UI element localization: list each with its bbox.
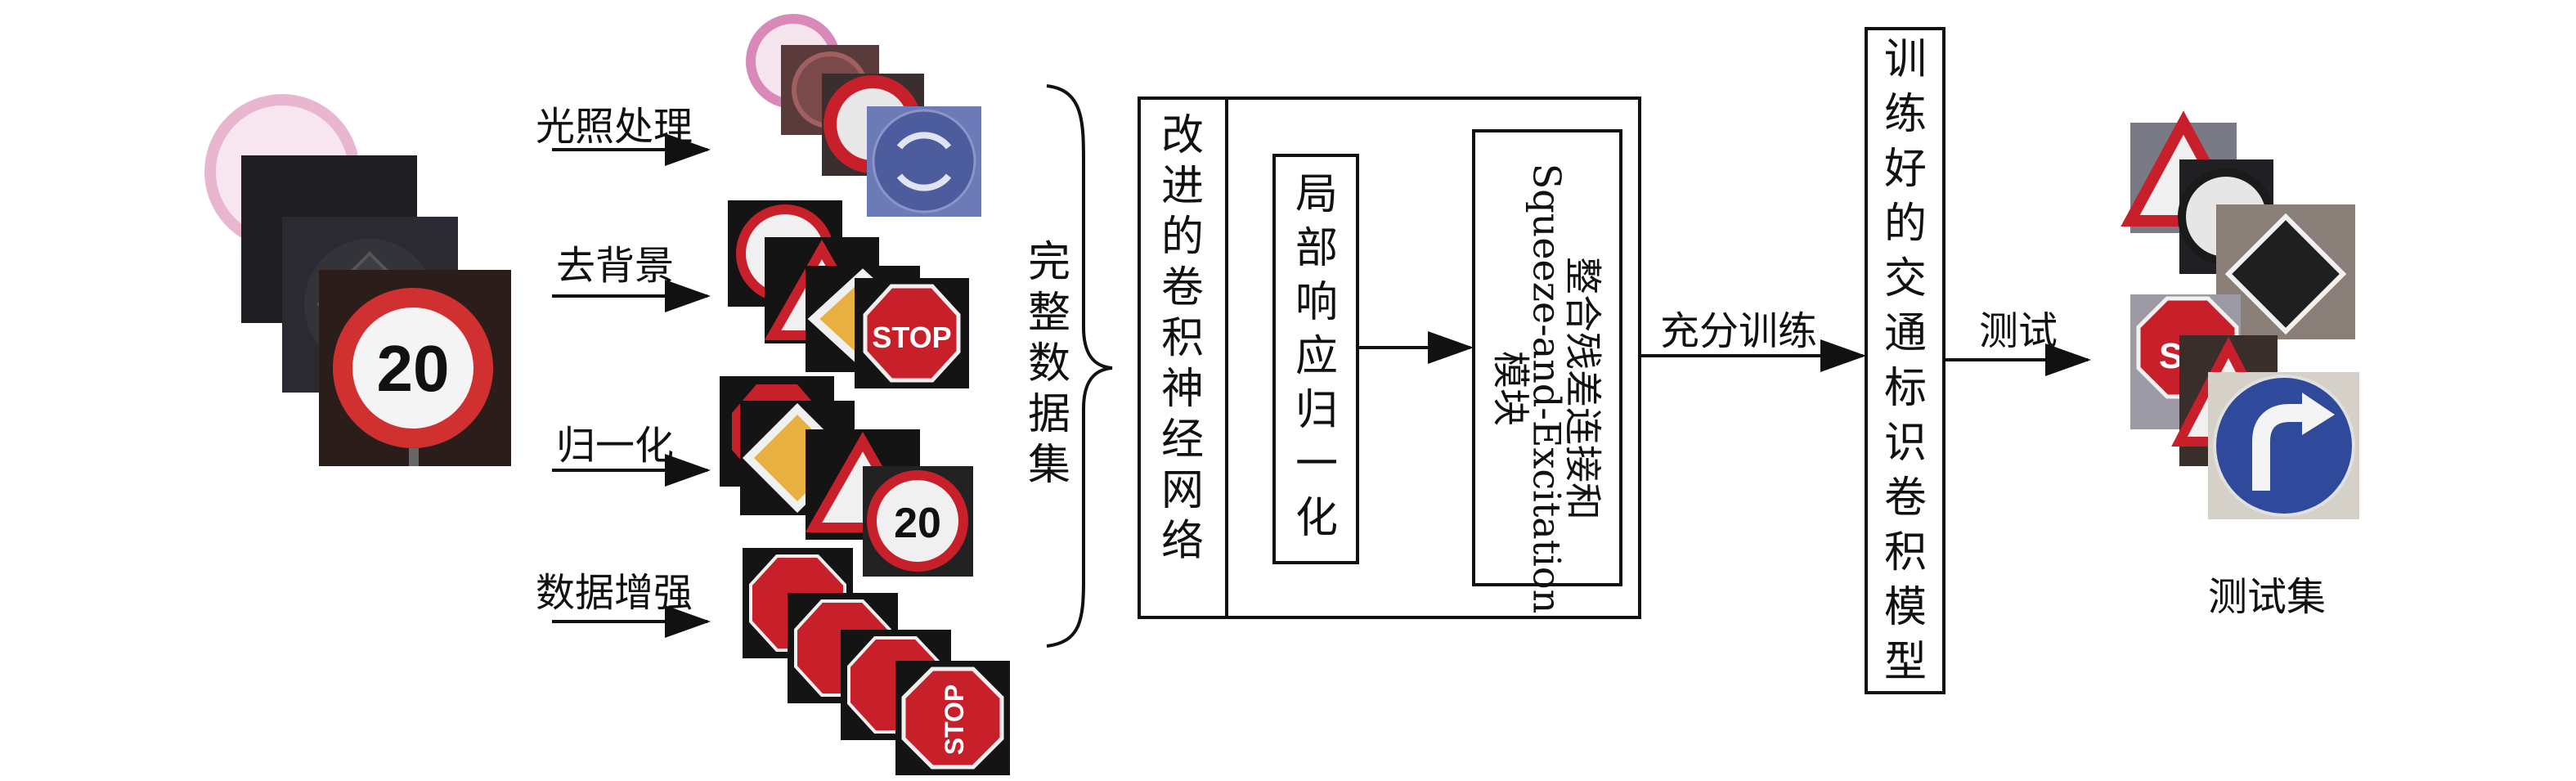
se-line1: 整合残差连接和 bbox=[1560, 257, 1605, 520]
label-background: 去背景 bbox=[556, 243, 675, 289]
se-line3: 模块 bbox=[1488, 351, 1533, 426]
preprocess-arrows bbox=[552, 133, 711, 638]
improved-cnn-box bbox=[1138, 97, 1641, 619]
lrn-label: 局部响应归一化 bbox=[1295, 170, 1338, 543]
label-lighting: 光照处理 bbox=[536, 104, 693, 150]
label-normalize: 归一化 bbox=[556, 423, 675, 469]
trained-model-label: 训练好的交通标识卷积模型 bbox=[1883, 35, 1927, 687]
label-augment: 数据增强 bbox=[536, 570, 693, 616]
label-test-set: 测试集 bbox=[2208, 574, 2327, 620]
speed-limit-20-image: 20 bbox=[319, 270, 511, 466]
background-removed-stack: STOP bbox=[728, 200, 969, 388]
se-line2: Squeeze-and-Excitation bbox=[1524, 163, 1569, 614]
complete-dataset-label: 完整数据集 bbox=[1027, 238, 1070, 490]
test-stop-partial-text: S bbox=[2159, 336, 2183, 376]
improved-cnn-label: 改进的卷积神经网络 bbox=[1160, 111, 1204, 566]
speed-limit-text: 20 bbox=[377, 332, 450, 405]
stop-text-bg: STOP bbox=[872, 321, 951, 354]
normalized-stack: 20 bbox=[720, 376, 973, 577]
augmented-stack: S STOP bbox=[743, 548, 1010, 775]
se-module-text: 整合残差连接和 Squeeze-and-Excitation 模块 bbox=[1488, 162, 1605, 616]
input-image-stack: 20 bbox=[204, 94, 511, 466]
lrn-box bbox=[1272, 154, 1359, 564]
label-test: 测试 bbox=[1979, 308, 2058, 354]
lighting-processed-stack bbox=[746, 14, 981, 217]
test-set-images: S bbox=[2120, 110, 2359, 519]
dataset-brace bbox=[1046, 84, 1113, 648]
label-full-training: 充分训练 bbox=[1660, 308, 1818, 354]
se-module-box bbox=[1472, 129, 1622, 586]
stop-rotated-text: STOP bbox=[940, 684, 969, 756]
speed-limit-text-norm: 20 bbox=[894, 500, 941, 547]
